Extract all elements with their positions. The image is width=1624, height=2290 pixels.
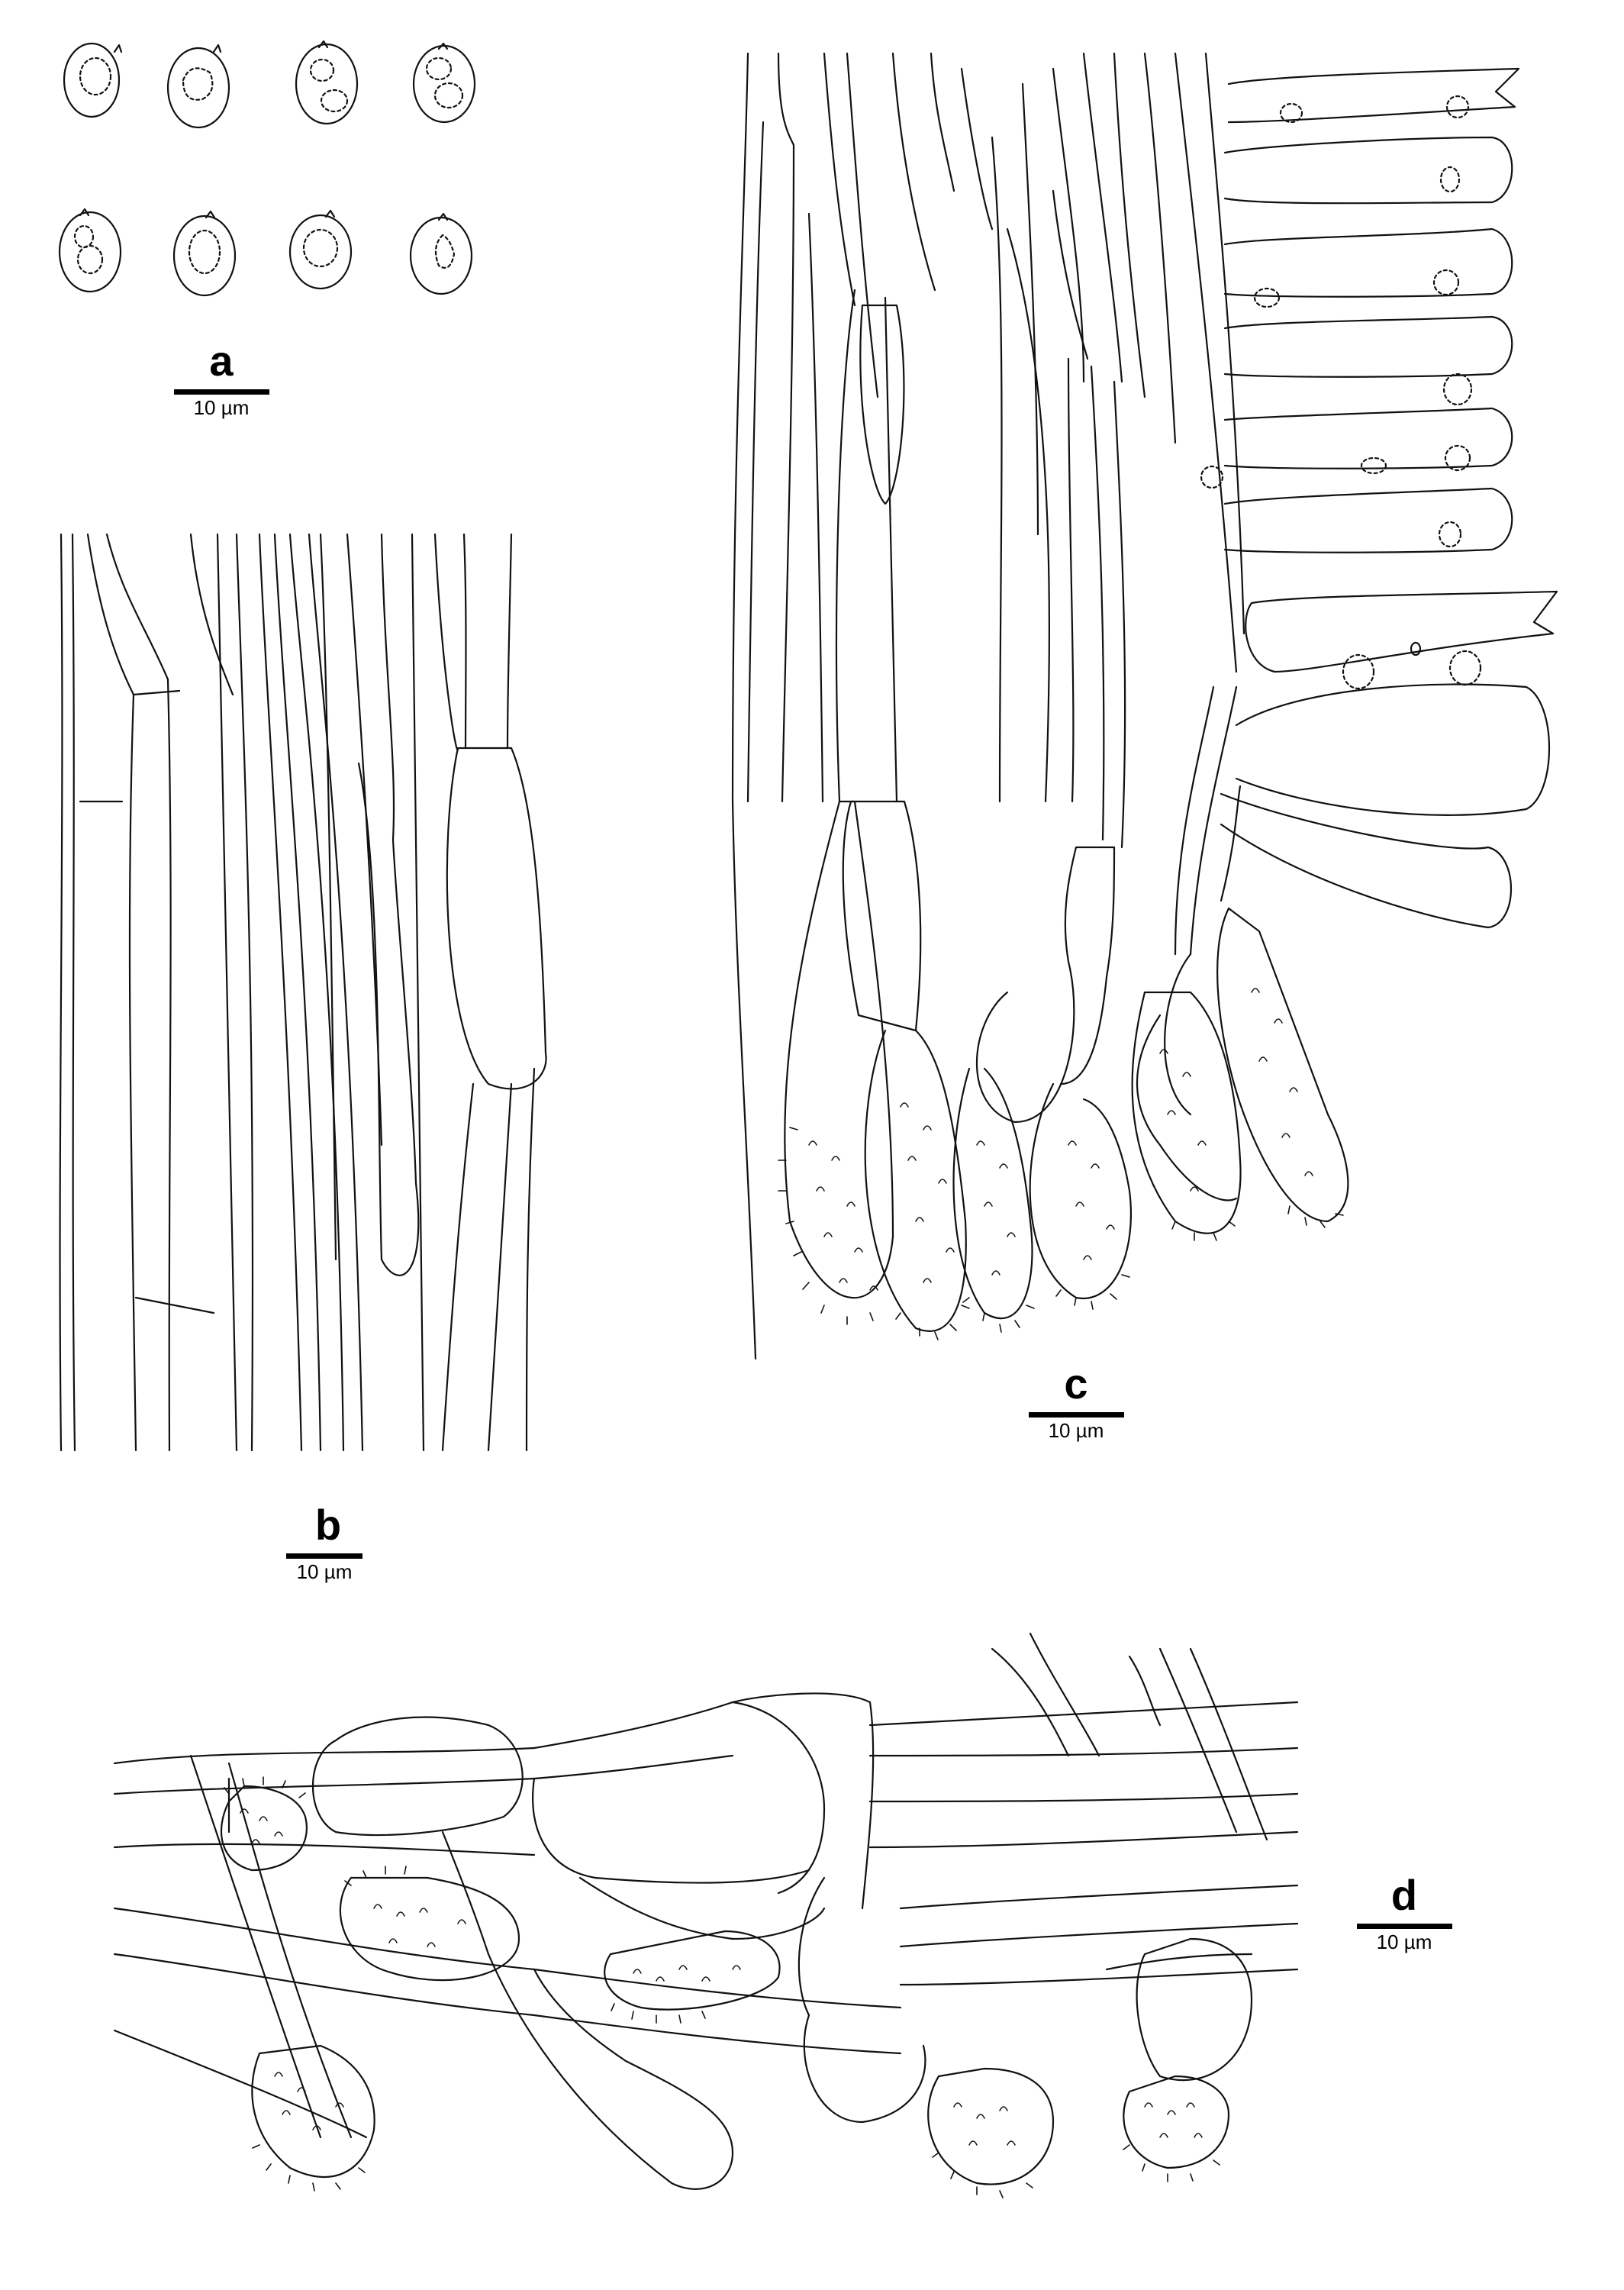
panel-label-a: a — [209, 337, 234, 385]
scale-bar-label: 10 µm — [1048, 1419, 1104, 1442]
panel-label-d: d — [1390, 1871, 1418, 1919]
panel-label-b: b — [314, 1501, 342, 1549]
scale-bar-d: 10 µm — [1355, 1924, 1454, 1952]
scale-bar-b: 10 µm — [275, 1553, 374, 1582]
panel-label-c: c — [1064, 1359, 1088, 1408]
panel-d-hyphae — [114, 1634, 1297, 2198]
panel-a-spores — [60, 41, 475, 295]
scale-bar-c: 10 µm — [1023, 1412, 1129, 1440]
scale-bar-label: 10 µm — [193, 396, 250, 419]
scale-bar-line — [173, 389, 269, 395]
scale-bar-a: 10 µm — [172, 389, 271, 418]
scale-bar-line — [286, 1553, 362, 1559]
scale-bar-label: 10 µm — [1376, 1930, 1432, 1953]
scale-bar-line — [1028, 1412, 1124, 1418]
scale-bar-label: 10 µm — [296, 1560, 353, 1583]
panel-c-hymenium — [733, 53, 1557, 1359]
scale-bar-line — [1356, 1924, 1452, 1929]
panel-b-hyphae — [60, 534, 546, 1450]
